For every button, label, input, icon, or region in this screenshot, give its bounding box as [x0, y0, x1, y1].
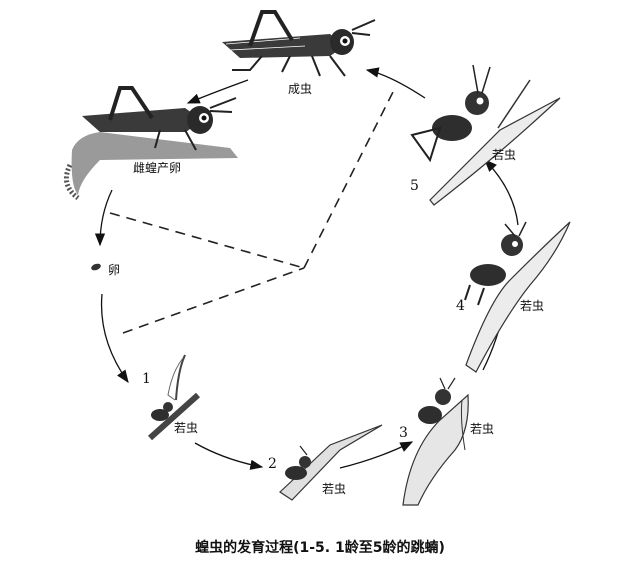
dashed-lines: [109, 89, 395, 334]
arrow-female-to-egg: [94, 189, 113, 247]
arrow-adult-to-female: [186, 79, 249, 104]
arrow-instar1-to-instar2: [194, 442, 264, 470]
label-female-laying: 雌蝗产卵: [133, 160, 181, 175]
instar-3-illustration: [402, 377, 469, 506]
label-egg: 卵: [108, 263, 120, 277]
figure-caption: 蝗虫的发育过程(1-5. 1龄至5龄的跳蝻): [195, 539, 445, 556]
egg-illustration: [91, 263, 101, 271]
label-nymph-3: 若虫: [470, 422, 494, 436]
label-nymph-1: 若虫: [174, 421, 198, 435]
instar-number-2: 2: [268, 456, 277, 472]
label-nymph-2: 若虫: [322, 482, 346, 496]
instar-number-5: 5: [410, 178, 419, 194]
arrow-instar5-to-adult: [365, 67, 426, 99]
instar-1-illustration: [147, 354, 201, 441]
label-nymph-4: 若虫: [520, 299, 544, 313]
arrow-egg-to-instar1: [100, 293, 129, 384]
female-laying-illustration: [63, 86, 238, 201]
instar-2-illustration: [279, 424, 383, 501]
label-adult: 成虫: [288, 82, 312, 96]
arrow-instar2-to-instar3: [339, 441, 414, 469]
label-nymph-5: 若虫: [492, 148, 516, 162]
instar-number-3: 3: [399, 425, 408, 441]
instar-number-1: 1: [142, 371, 151, 387]
adult-locust-illustration: [222, 10, 376, 77]
arrow-instar4-to-instar5: [484, 159, 519, 226]
instar-number-4: 4: [456, 298, 465, 314]
instar-5-illustration: [410, 64, 561, 206]
instar-4-illustration: [464, 221, 571, 373]
